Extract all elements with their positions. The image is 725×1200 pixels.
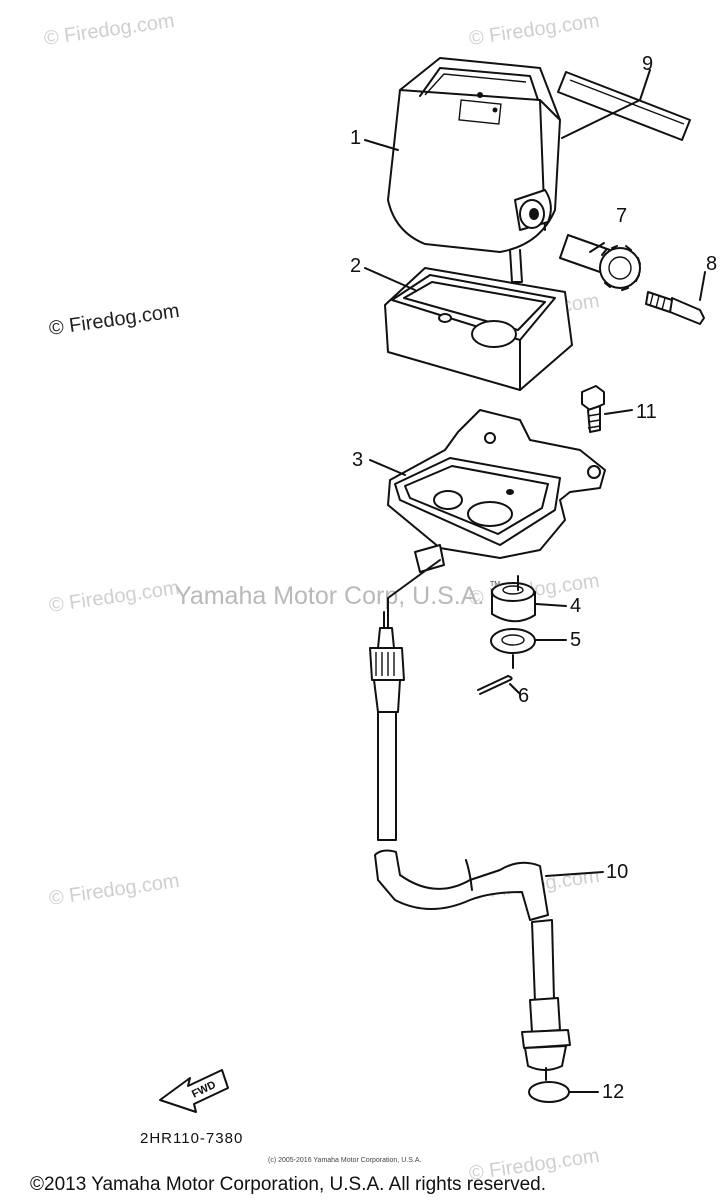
part-pin: [477, 675, 513, 695]
part-o-ring: [528, 1081, 570, 1103]
tm-mark: TM: [490, 581, 500, 588]
callout-9: 9: [642, 53, 653, 75]
part-strip: [557, 69, 691, 141]
callout-3: 3: [352, 449, 363, 471]
part-bolt: [581, 385, 605, 433]
callout-5: 5: [570, 629, 581, 651]
leader-lines: [364, 139, 706, 1093]
callout-11: 11: [636, 401, 657, 423]
watermark: © Firedog.com: [48, 577, 181, 617]
watermark: © Firedog.com: [43, 10, 176, 50]
part-gear: [559, 234, 641, 291]
callout-7: 7: [616, 205, 627, 227]
callout-2: 2: [350, 255, 361, 277]
callout-12: 12: [602, 1081, 624, 1103]
part-speedometer-housing: [387, 57, 561, 283]
part-tray: [384, 267, 573, 391]
watermark: © Firedog.com: [468, 10, 601, 50]
part-bracket: [387, 409, 606, 616]
part-grommet: [491, 575, 536, 623]
center-watermark: Yamaha Motor Corp, U.S.A.: [175, 582, 484, 610]
fwd-arrow: FWD: [159, 1069, 229, 1113]
callout-4: 4: [570, 595, 581, 617]
watermark: © Firedog.com: [48, 870, 181, 910]
callout-8: 8: [706, 253, 717, 275]
small-copyright: (c) 2005-2016 Yamaha Motor Corporation, …: [268, 1157, 421, 1164]
callout-6: 6: [518, 685, 529, 707]
part-cable: [369, 611, 571, 1081]
watermark: © Firedog.com: [48, 300, 181, 340]
copyright: ©2013 Yamaha Motor Corporation, U.S.A. A…: [30, 1174, 546, 1195]
part-screw: [645, 291, 705, 325]
callout-1: 1: [350, 127, 361, 149]
callout-10: 10: [606, 861, 628, 883]
part-washer: [490, 628, 536, 669]
diagram-code: 2HR110-7380: [140, 1130, 243, 1147]
